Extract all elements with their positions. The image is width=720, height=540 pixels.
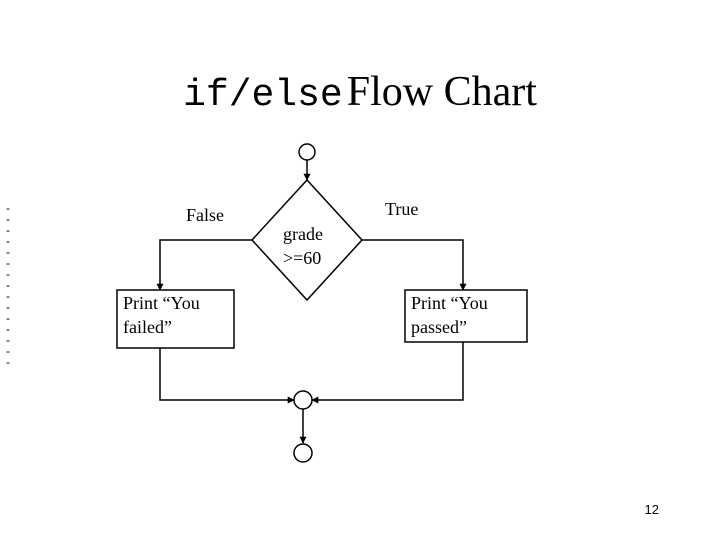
decision-text-line2: >=60 (283, 248, 322, 268)
left-margin-dashes: - - - - - - - - - - - - - - - (6, 201, 10, 369)
failed-to-merge-arrow (159, 348, 295, 404)
title-text: Flow Chart (346, 69, 537, 115)
true-label: True (385, 199, 419, 219)
failed-text-line2: failed” (123, 317, 172, 337)
merge-node (293, 390, 313, 410)
false-label: False (186, 205, 224, 225)
start-node (298, 143, 316, 161)
failed-action-box (116, 289, 235, 349)
passed-text-line1: Print “You (411, 293, 488, 313)
decision-text-line1: grade (283, 224, 323, 244)
passed-text-line2: passed” (411, 317, 467, 337)
end-node (293, 443, 313, 463)
page-number: 12 (644, 502, 659, 517)
decision-diamond (250, 178, 364, 302)
true-branch-arrow (362, 239, 467, 291)
passed-action-box (404, 289, 528, 343)
slide-title: if/else Flow Chart (0, 66, 720, 127)
failed-text-line1: Print “You (123, 293, 200, 313)
passed-to-merge-arrow (311, 342, 464, 404)
false-branch-arrow (156, 239, 252, 291)
title-code: if/else (183, 74, 343, 117)
